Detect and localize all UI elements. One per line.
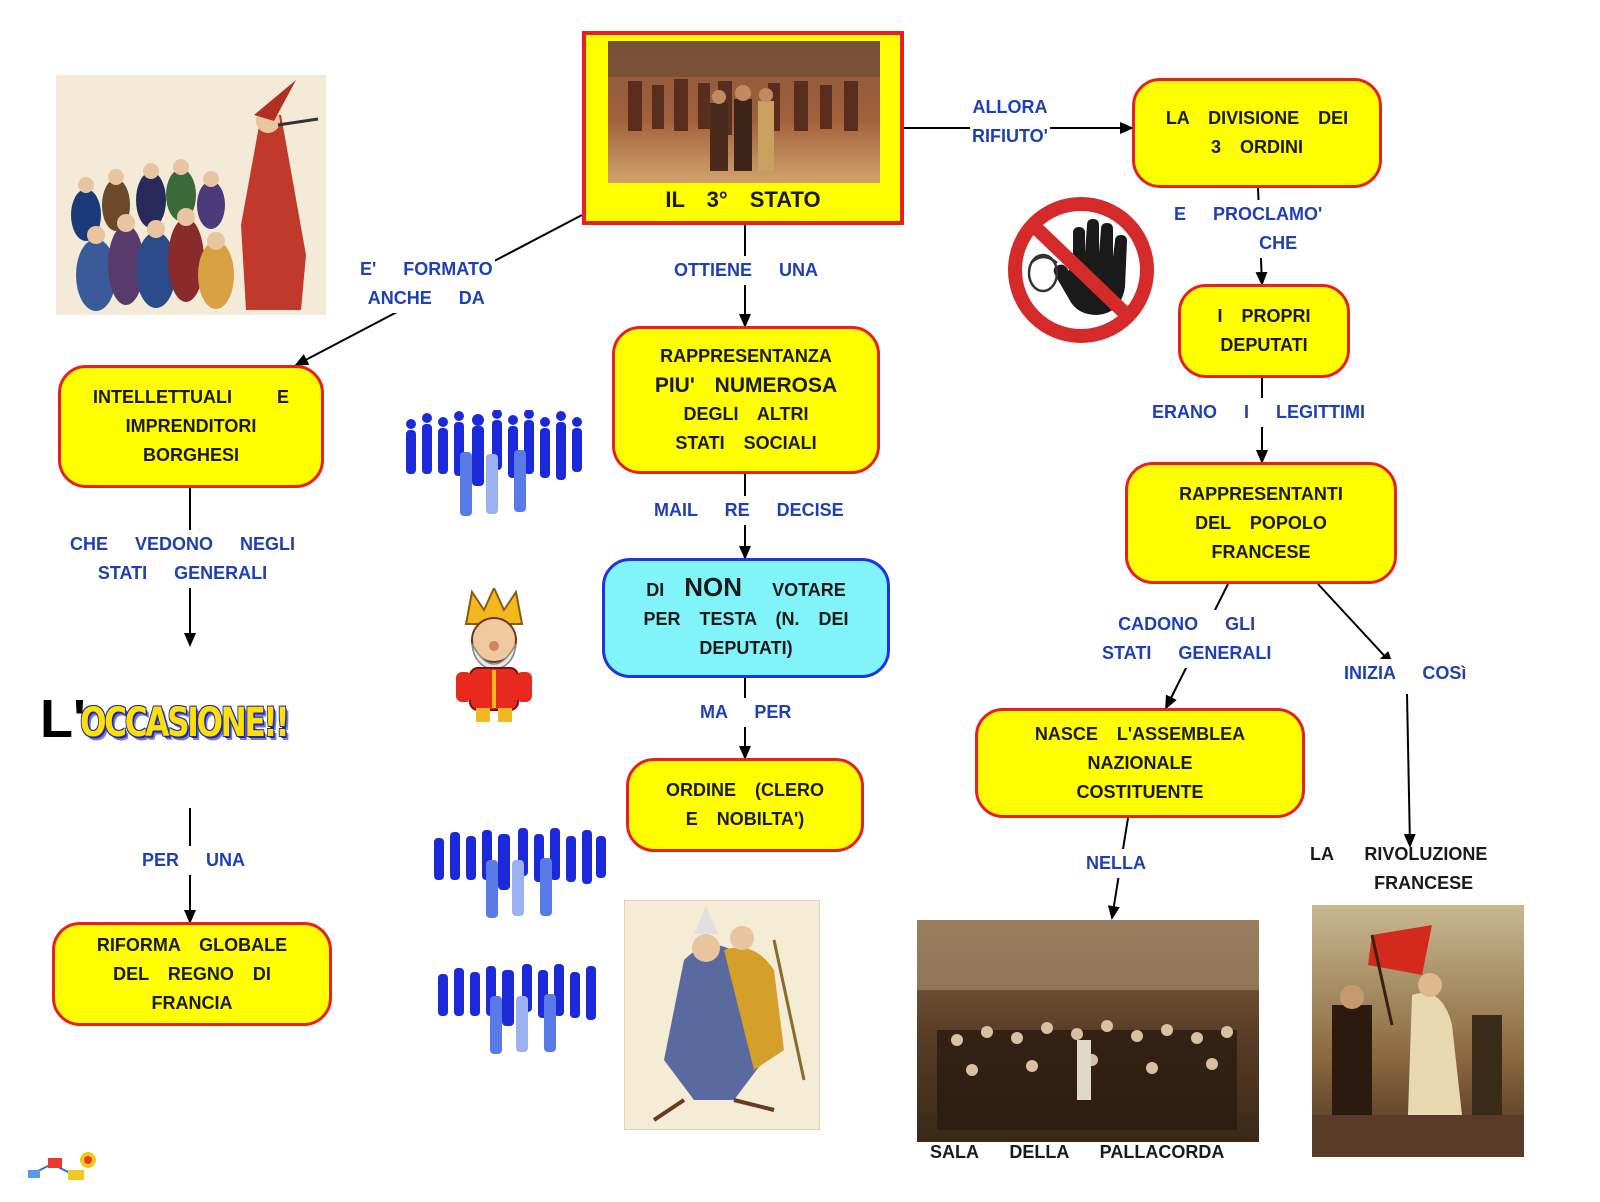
node-text-line: ORDINE (CLERO <box>666 780 824 800</box>
label-line: RIFIUTO' <box>972 126 1048 146</box>
node-text-line: LA DIVISIONE DEI <box>1165 108 1349 128</box>
node-text-line: 3 ORDINI <box>1210 137 1303 157</box>
node-terzo-stato: IL 3° STATO <box>582 31 904 225</box>
caption-line: FRANCESE <box>1374 873 1474 893</box>
node-divisione-ordini: LA DIVISIONE DEI 3 ORDINI <box>1132 78 1382 188</box>
label-che-vedono: CHE VEDONO NEGLI STATI GENERALI <box>68 530 298 588</box>
label-mail-re-decise: MAIL RE DECISE <box>652 496 846 525</box>
edge-rappresentanti-rivoluzione <box>1317 583 1394 666</box>
node-text-line: PER TESTA (N. DEI <box>643 609 849 629</box>
node-text-fragment: DI <box>646 580 665 600</box>
label-line: ANCHE DA <box>367 288 485 308</box>
occasione-prefix: L' <box>40 689 86 749</box>
node-text-line: E NOBILTA') <box>685 809 805 829</box>
label-line: STATI GENERALI <box>97 563 268 583</box>
node-text-line: STATI SOCIALI <box>675 433 817 453</box>
pied-piper-illustration <box>56 75 326 315</box>
caption-sala-pallacorda: SALA DELLA PALLACORDA <box>930 1142 1225 1162</box>
non-emphasis: NON <box>684 572 743 602</box>
fourth-estate-painting <box>608 41 880 183</box>
label-allora-rifiuto: ALLORA RIFIUTO' <box>970 93 1050 151</box>
node-riforma-globale: RIFORMA GLOBALE DEL REGNO DI FRANCIA <box>52 922 332 1026</box>
node-text-fragment: VOTARE <box>772 580 846 600</box>
node-text-line: NASCE L'ASSEMBLEA <box>1034 723 1246 744</box>
root-title: IL 3° STATO <box>665 187 821 212</box>
label-line: E PROCLAMO' <box>1174 204 1323 224</box>
caption-line: LA RIVOLUZIONE <box>1310 844 1488 864</box>
caption-rivoluzione: LA RIVOLUZIONE FRANCESE <box>1310 840 1487 898</box>
label-proclamo: E PROCLAMO' CHE <box>1172 200 1325 258</box>
node-text-line: IMPRENDITORI <box>125 416 257 436</box>
node-text-line: PIU' NUMEROSA <box>654 374 838 397</box>
label-line: STATI GENERALI <box>1102 643 1272 663</box>
node-text-line: RIFORMA GLOBALE <box>96 934 288 955</box>
node-propri-deputati: I PROPRI DEPUTATI <box>1178 284 1350 378</box>
node-text-line: DEPUTATI) <box>699 638 793 658</box>
label-line: CADONO GLI <box>1118 614 1256 634</box>
node-text-line: FRANCIA <box>151 992 233 1013</box>
king-cartoon-icon <box>456 588 532 722</box>
node-text-line: BORGHESI <box>142 445 239 465</box>
label-line: E' FORMATO <box>360 259 493 279</box>
node-ordine-clero-nobilta: ORDINE (CLERO E NOBILTA') <box>626 758 864 852</box>
crowd-silhouettes-icon <box>406 410 582 516</box>
label-erano-legittimi: ERANO I LEGITTIMI <box>1150 398 1367 427</box>
node-rappresentanza: RAPPRESENTANZA PIU' NUMEROSA DEGLI ALTRI… <box>612 326 880 474</box>
node-rappresentanti-popolo: RAPPRESENTANTI DEL POPOLO FRANCESE <box>1125 462 1397 584</box>
label-line: ALLORA <box>972 97 1048 117</box>
label-line: CHE <box>1259 233 1298 253</box>
label-formato: E' FORMATO ANCHE DA <box>358 255 495 313</box>
edge-inizia-rivoluzione <box>1403 693 1416 848</box>
satirical-print-illustration <box>624 900 820 1130</box>
node-text-line: INTELLETTUALI E <box>93 387 289 407</box>
node-text-line: COSTITUENTE <box>1076 781 1204 802</box>
node-non-votare: DI NON VOTARE PER TESTA (N. DEI DEPUTATI… <box>602 558 890 678</box>
node-text-line: DEGLI ALTRI <box>683 404 809 424</box>
node-text-line: RAPPRESENTANTI <box>1179 483 1343 504</box>
tennis-court-oath-painting <box>917 920 1259 1142</box>
node-assemblea-nazionale: NASCE L'ASSEMBLEA NAZIONALE COSTITUENTE <box>975 708 1305 818</box>
label-per-una: PER UNA <box>140 846 248 875</box>
liberty-leading-painting <box>1312 905 1524 1157</box>
mindmap-logo-icon <box>28 1152 96 1180</box>
crowd-silhouettes-icon <box>438 964 596 1054</box>
label-line: CHE VEDONO NEGLI <box>70 534 296 554</box>
label-ottiene-una: OTTIENE UNA <box>672 256 821 285</box>
label-ma-per: MA PER <box>698 698 794 727</box>
node-text-line: DEL POPOLO <box>1195 512 1327 533</box>
node-intellettuali: INTELLETTUALI E IMPRENDITORI BORGHESI <box>58 365 324 488</box>
stop-hand-icon <box>1008 197 1154 343</box>
occasione-word: OCCASIONE!! <box>80 700 290 746</box>
crowd-silhouettes-icon <box>434 828 606 918</box>
label-cadono: CADONO GLI STATI GENERALI <box>1100 610 1274 668</box>
node-text-line: DEL REGNO DI <box>113 963 271 984</box>
node-text-line: I PROPRI <box>1217 306 1311 326</box>
label-nella: NELLA <box>1084 849 1148 878</box>
node-text-line: DEPUTATI <box>1220 335 1308 355</box>
node-text-line: RAPPRESENTANZA <box>660 346 832 366</box>
node-text-line: NAZIONALE <box>1087 752 1193 773</box>
node-text-line: FRANCESE <box>1211 541 1311 562</box>
node-text-line: DI NON VOTARE <box>646 573 845 605</box>
label-inizia-cosi: INIZIA COSì <box>1342 659 1469 688</box>
